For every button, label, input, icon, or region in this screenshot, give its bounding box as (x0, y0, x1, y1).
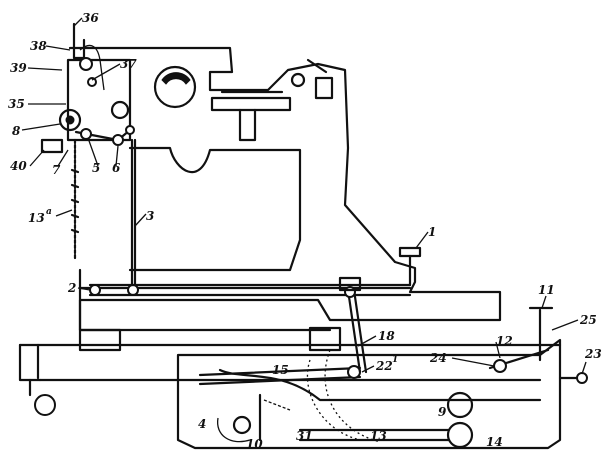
label-22-prime: 1 (392, 355, 398, 365)
label-6: 6 (112, 161, 121, 175)
label-36: 36 (82, 11, 99, 25)
machine-arm (58, 46, 502, 332)
label-31: 31 (296, 429, 313, 443)
treadle-linkage (198, 276, 588, 443)
label-12: 12 (496, 334, 513, 348)
label-40: 40 (10, 159, 27, 173)
left-caster (34, 394, 56, 416)
lever-linkage (74, 125, 422, 297)
label-2: 2 (67, 281, 76, 295)
handwheel-circle (153, 65, 197, 109)
label-9: 9 (438, 405, 447, 419)
label-35: 35 (8, 97, 25, 111)
label-11: 11 (538, 283, 555, 297)
label-1: 1 (428, 225, 436, 239)
leader-lines (21, 17, 587, 375)
label-13a-superscript: a (46, 207, 52, 217)
base-table (18, 326, 562, 450)
label-38: 38 (30, 39, 47, 53)
label-8: 8 (12, 124, 21, 138)
label-10: 10 (246, 437, 263, 451)
part-labels: 36 38 39 37 35 8 40 7 5 6 13 a 3 1 2 11 … (8, 11, 602, 451)
label-3: 3 (146, 209, 154, 223)
label-37: 37 (120, 57, 137, 71)
label-39: 39 (10, 61, 27, 75)
label-15: 15 (272, 363, 289, 377)
label-22: 22 (375, 359, 393, 373)
label-13a: 13 (28, 211, 45, 225)
label-24: 24 (429, 351, 447, 365)
needle-assembly (40, 22, 105, 262)
label-4: 4 (198, 417, 206, 431)
label-5: 5 (92, 161, 100, 175)
label-14: 14 (486, 435, 503, 449)
label-23: 23 (584, 347, 602, 361)
label-18: 18 (378, 329, 395, 343)
label-25: 25 (579, 313, 597, 327)
label-13: 13 (370, 429, 387, 443)
label-7: 7 (52, 163, 61, 177)
